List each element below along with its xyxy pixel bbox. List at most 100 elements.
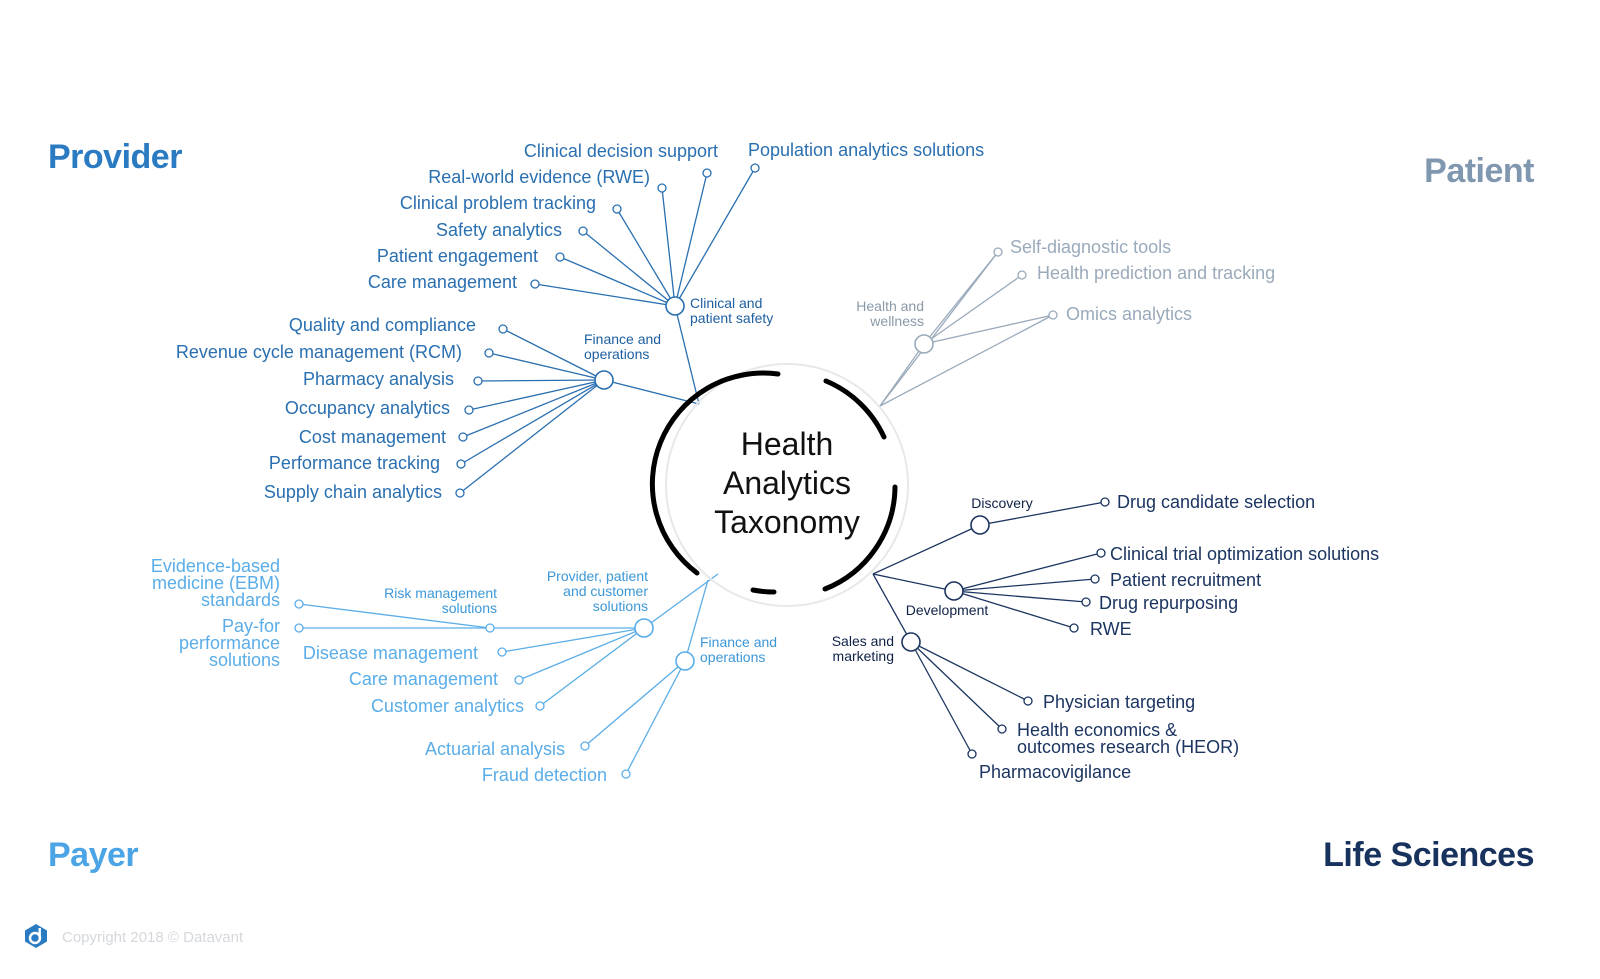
- payer-hub-node: [634, 618, 654, 638]
- development-leaf-node: [1090, 574, 1100, 584]
- wellness-extra-line: [879, 251, 999, 407]
- sales-leaf-node: [1023, 696, 1033, 706]
- clinical-item-label: Clinical problem tracking: [400, 193, 596, 213]
- wellness-branch-line: [923, 274, 1023, 345]
- clinical-item-label: Patient engagement: [377, 246, 538, 266]
- finance-hub-connector: [603, 379, 700, 405]
- payer-finance-branch-line: [625, 660, 686, 775]
- clinical-branch-line: [661, 187, 676, 307]
- sales-branch-line: [910, 641, 1003, 730]
- wellness-hub-node: [914, 334, 934, 354]
- finance-branch-line: [477, 379, 605, 382]
- finance-item-label: Pharmacy analysis: [303, 369, 454, 389]
- development-item-label: Drug repurposing: [1099, 593, 1238, 613]
- discovery-leaf-node: [1100, 497, 1110, 507]
- clinical-leaf-node: [657, 183, 667, 193]
- wellness-item-label: Omics analytics: [1066, 304, 1192, 324]
- finance-hub-node: [594, 370, 614, 390]
- development-leaf-node: [1081, 597, 1091, 607]
- clinical-item-label: Clinical decision support: [524, 141, 718, 161]
- sales-item-label: Physician targeting: [1043, 692, 1195, 712]
- clinical-leaf-node: [750, 163, 760, 173]
- quadrant-title-payer: Payer: [48, 836, 139, 874]
- finance-item-label: Cost management: [299, 427, 446, 447]
- center-ring: Health Analytics Taxonomy: [649, 363, 909, 607]
- quadrant-title-life-sciences: Life Sciences: [1323, 836, 1534, 874]
- development-item-label: Clinical trial optimization solutions: [1110, 544, 1379, 564]
- wellness-leaf-node: [1017, 270, 1027, 280]
- wellness-item-label: Self-diagnostic tools: [1010, 237, 1171, 257]
- sales-hub-node: [901, 632, 921, 652]
- sales-item-label: Health economics &outcomes research (HEO…: [1017, 720, 1239, 757]
- wellness-leaf-node: [993, 247, 1003, 257]
- clinical-item-label: Care management: [368, 272, 517, 292]
- payer-finance-leaf-node: [621, 769, 631, 779]
- discovery-branch-line: [979, 501, 1106, 526]
- payer-item-label: Care management: [349, 669, 498, 689]
- development-item-label: Patient recruitment: [1110, 570, 1261, 590]
- clinical-leaf-node: [530, 279, 540, 289]
- sales-branch-line: [910, 641, 1029, 702]
- clinical-branch-line: [534, 283, 676, 307]
- discovery-connector: [872, 524, 981, 575]
- clinical-hub-node: [665, 296, 685, 316]
- finance-item-label: Performance tracking: [269, 453, 440, 473]
- payer-hub-connector: [643, 573, 719, 629]
- center-title-line-1: Health: [741, 426, 834, 462]
- sales-connector: [872, 573, 912, 643]
- development-leaf-node: [1069, 623, 1079, 633]
- clinical-item-label: Population analytics solutions: [748, 140, 984, 160]
- clinical-item-label: Safety analytics: [436, 220, 562, 240]
- sales-branch-line: [910, 641, 973, 755]
- clinical-leaf-node: [702, 168, 712, 178]
- copyright-text: Copyright 2018 © Datavant: [62, 929, 244, 946]
- finance-leaf-node: [456, 459, 466, 469]
- finance-leaf-node: [473, 376, 483, 386]
- payer-finance-leaf-node: [580, 741, 590, 751]
- development-branch-line: [953, 590, 1087, 603]
- finance-branch-line: [462, 379, 605, 438]
- discovery-hub-node: [970, 515, 990, 535]
- payer-branch-line: [518, 627, 645, 681]
- finance-branch-line: [460, 379, 605, 465]
- clinical-hub-connector: [674, 305, 700, 405]
- payer-item-label: Customer analytics: [371, 696, 524, 716]
- clinical-leaf-node: [578, 226, 588, 236]
- finance-item-label: Quality and compliance: [289, 315, 476, 335]
- risk-leaf-node: [294, 623, 304, 633]
- development-branch-line: [953, 552, 1102, 592]
- finance-item-label: Occupancy analytics: [285, 398, 450, 418]
- finance-branch-line: [502, 328, 605, 381]
- payer-finance-connector: [684, 579, 709, 662]
- finance-branch-line: [468, 379, 605, 411]
- payer-finance-branch-line: [584, 660, 686, 747]
- development-item-label: RWE: [1090, 619, 1132, 639]
- payer-leaf-node: [514, 675, 524, 685]
- development-branch-line: [953, 590, 1075, 629]
- datavant-logo: [25, 924, 47, 948]
- payer-leaf-node: [535, 701, 545, 711]
- discovery-item-label: Drug candidate selection: [1117, 492, 1315, 512]
- quadrant-title-patient: Patient: [1424, 152, 1534, 190]
- clinical-branch-line: [582, 230, 676, 307]
- payer-item-label: Disease management: [303, 643, 478, 663]
- center-title-line-2: Analytics: [723, 465, 851, 501]
- finance-branch-line: [488, 352, 605, 381]
- development-connector: [872, 573, 955, 592]
- risk-leaf-node: [294, 599, 304, 609]
- clinical-branch-line: [559, 256, 676, 307]
- clinical-branch-line: [674, 167, 756, 307]
- finance-leaf-node: [498, 324, 508, 334]
- clinical-leaf-node: [612, 204, 622, 214]
- clinical-leaf-node: [555, 252, 565, 262]
- finance-leaf-node: [458, 432, 468, 442]
- sales-leaf-node: [997, 724, 1007, 734]
